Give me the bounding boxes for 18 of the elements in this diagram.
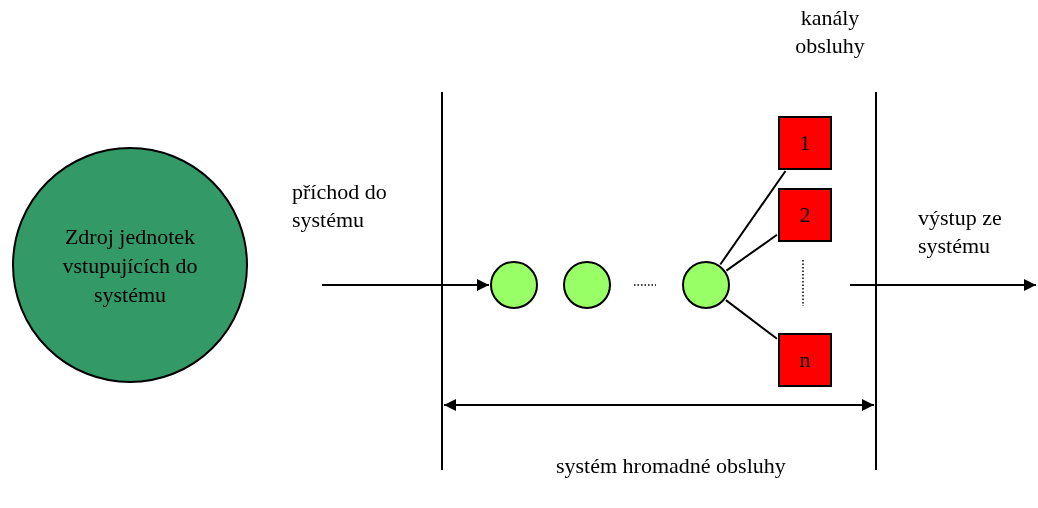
connector-line — [724, 299, 778, 340]
channel-number: 1 — [799, 132, 811, 154]
channel-number: n — [799, 349, 811, 371]
connector-line — [719, 170, 787, 266]
text-label: systém hromadné obsluhy — [556, 452, 787, 480]
service-channel-box — [778, 116, 832, 170]
text-label: příchod do systému — [292, 178, 388, 234]
service-channel-box — [778, 333, 832, 387]
channel-number: 2 — [799, 204, 811, 226]
service-channel-box — [778, 188, 832, 242]
text-label: kanály obsluhy — [794, 4, 866, 60]
text-label: výstup ze systému — [918, 204, 1003, 260]
arrow — [321, 279, 490, 291]
connector-line — [725, 233, 778, 272]
queue-circle — [682, 261, 730, 309]
queue-circle — [563, 261, 611, 309]
queue-circle — [490, 261, 538, 309]
node-text: Zdroj jednotek vstupujících do systému — [61, 222, 199, 309]
